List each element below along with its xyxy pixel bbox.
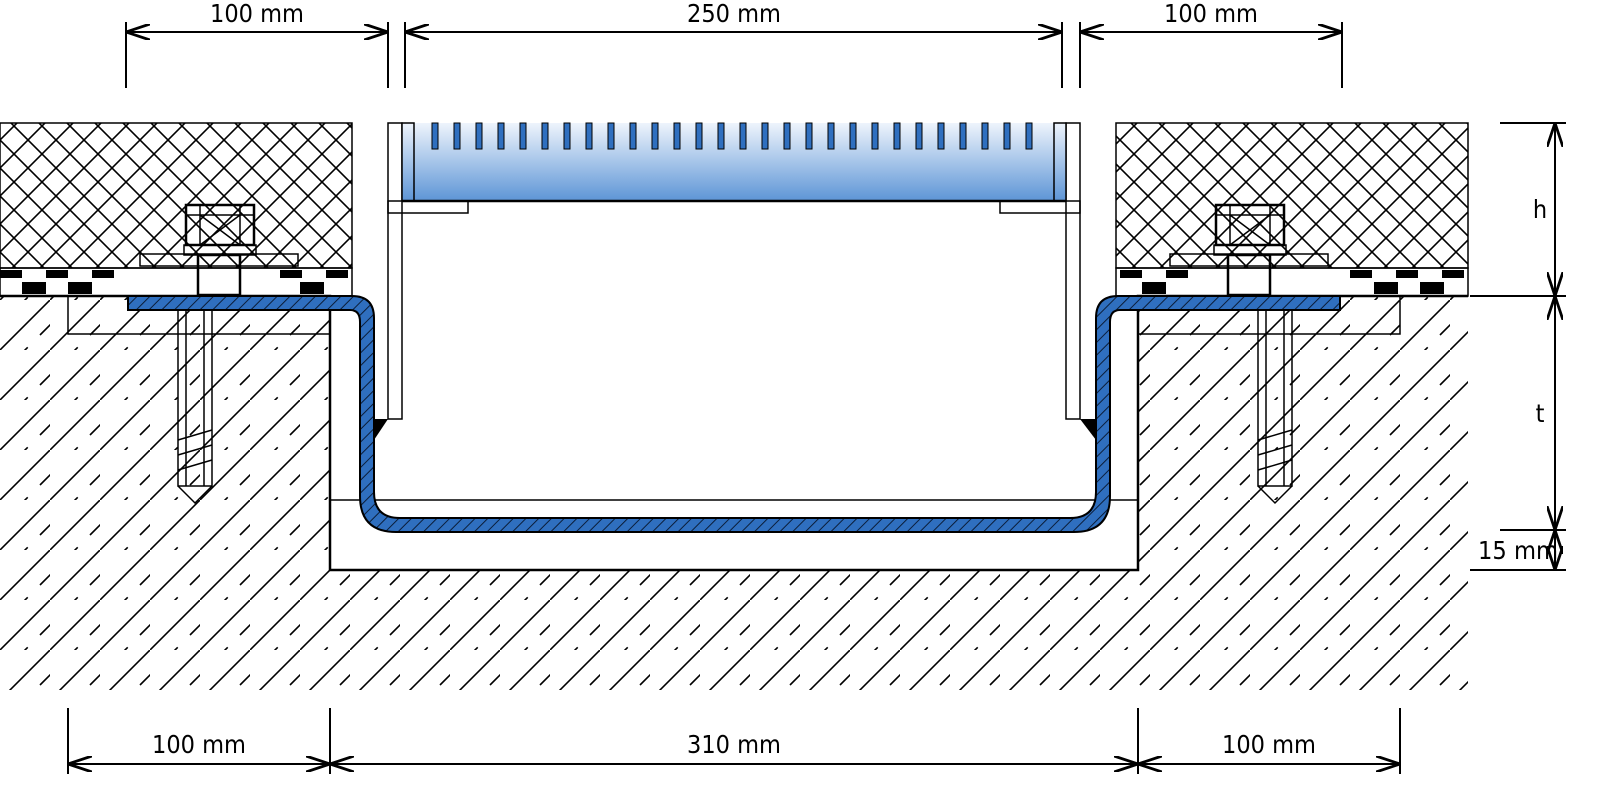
grate-slot [585, 122, 593, 150]
grate-slot [893, 122, 901, 150]
dim-label-bed-thickness: 15 mm [1478, 536, 1558, 565]
grate-slot [805, 122, 813, 150]
drain-channel-body [127, 295, 1341, 533]
tile-surface-right [1115, 122, 1469, 269]
grate-slot [475, 122, 483, 150]
grate-slot [563, 122, 571, 150]
grate-slot [519, 122, 527, 150]
grate-slot [915, 122, 923, 150]
grate-slot [1003, 122, 1011, 150]
dim-label-top-center: 250 mm [687, 0, 781, 28]
grate-frame [374, 122, 1096, 440]
anchor-bolt-left [177, 203, 257, 505]
grate-slot [761, 122, 769, 150]
grate-slot [739, 122, 747, 150]
grate-slot [959, 122, 967, 150]
dimension-lines [67, 22, 1566, 774]
membrane-layer-left [0, 267, 353, 297]
dim-label-height-t: t [1536, 399, 1545, 428]
tile-surface-left [0, 122, 353, 269]
grate-slot [937, 122, 945, 150]
grate-slot [541, 122, 549, 150]
grate-slot [1025, 122, 1033, 150]
grate-slot [849, 122, 857, 150]
grate-slot [695, 122, 703, 150]
clamp-plate-left [139, 253, 299, 267]
dim-label-top-left: 100 mm [210, 0, 304, 28]
dim-label-bottom-right: 100 mm [1222, 730, 1316, 759]
grate-slot [431, 122, 439, 150]
grate-slot [871, 122, 879, 150]
mortar-bed-bottom [329, 499, 1139, 571]
grate-slot [651, 122, 659, 150]
grate-slot [827, 122, 835, 150]
grate-slot [981, 122, 989, 150]
grate-slot [717, 122, 725, 150]
concrete-substrate [0, 294, 1468, 690]
dim-label-top-right: 100 mm [1164, 0, 1258, 28]
dim-label-bottom-center: 310 mm [687, 730, 781, 759]
dim-label-bottom-left: 100 mm [152, 730, 246, 759]
grate-slot [673, 122, 681, 150]
dim-label-height-h: h [1533, 195, 1547, 224]
grate-slot [629, 122, 637, 150]
grate-slot [497, 122, 505, 150]
clamp-plate-right [1169, 253, 1329, 267]
grate [401, 122, 1067, 203]
grate-slot [783, 122, 791, 150]
membrane-layer-right [1115, 267, 1469, 297]
grate-slot [453, 122, 461, 150]
grate-slot [607, 122, 615, 150]
